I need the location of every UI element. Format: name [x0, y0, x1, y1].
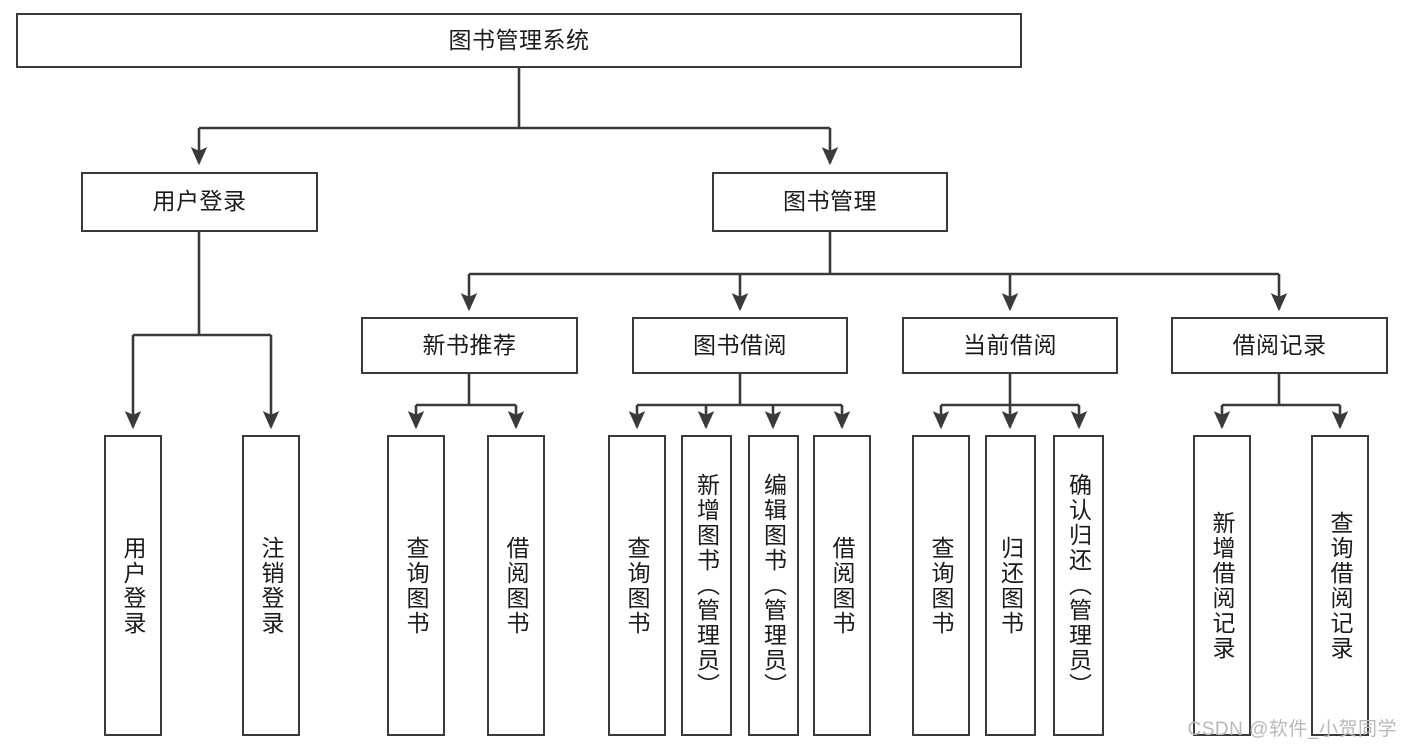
- leaf-query-borrow-record[interactable]: 查询借阅记录: [1311, 435, 1369, 736]
- leaf-edit-book-admin[interactable]: 编辑图书（管理员）: [748, 435, 799, 736]
- node-book-borrowing[interactable]: 图书借阅: [632, 317, 848, 374]
- node-borrow-records[interactable]: 借阅记录: [1171, 317, 1388, 374]
- node-label: 用户登录: [120, 535, 147, 636]
- leaf-borrow-book[interactable]: 借阅图书: [813, 435, 871, 736]
- node-label: 确认归还（管理员）: [1065, 473, 1092, 698]
- leaf-user-login[interactable]: 用户登录: [104, 435, 162, 736]
- node-user-login[interactable]: 用户登录: [81, 172, 318, 232]
- node-label: 用户登录: [152, 188, 247, 215]
- node-label: 借阅图书: [503, 535, 530, 636]
- node-label: 查询图书: [624, 535, 651, 636]
- leaf-confirm-return-admin[interactable]: 确认归还（管理员）: [1053, 435, 1104, 736]
- node-book-management[interactable]: 图书管理: [712, 172, 948, 232]
- node-label: 归还图书: [997, 535, 1024, 636]
- node-label: 借阅图书: [829, 535, 856, 636]
- node-label: 注销登录: [258, 535, 285, 636]
- leaf-borrow-book-recommend[interactable]: 借阅图书: [487, 435, 545, 736]
- leaf-logout[interactable]: 注销登录: [242, 435, 300, 736]
- leaf-query-book-borrow[interactable]: 查询图书: [608, 435, 666, 736]
- node-root-book-management-system[interactable]: 图书管理系统: [16, 13, 1022, 68]
- node-label: 图书管理: [783, 188, 877, 215]
- node-label: 图书借阅: [693, 331, 787, 358]
- leaf-add-book-admin[interactable]: 新增图书（管理员）: [681, 435, 732, 736]
- node-label: 借阅记录: [1232, 331, 1327, 358]
- node-label: 查询图书: [928, 535, 955, 636]
- leaf-query-book-current[interactable]: 查询图书: [912, 435, 970, 736]
- leaf-query-book-recommend[interactable]: 查询图书: [387, 435, 445, 736]
- node-new-book-recommendation[interactable]: 新书推荐: [361, 317, 578, 374]
- node-label: 编辑图书（管理员）: [760, 473, 787, 698]
- node-label: 查询借阅记录: [1327, 510, 1354, 661]
- node-current-borrowing[interactable]: 当前借阅: [902, 317, 1118, 374]
- node-label: 当前借阅: [963, 331, 1057, 358]
- node-label: 新增图书（管理员）: [693, 473, 720, 698]
- node-label: 新增借阅记录: [1209, 510, 1236, 661]
- node-label: 查询图书: [403, 535, 430, 636]
- node-label: 新书推荐: [422, 331, 517, 358]
- node-label: 图书管理系统: [448, 26, 590, 53]
- leaf-add-borrow-record[interactable]: 新增借阅记录: [1193, 435, 1251, 736]
- leaf-return-book[interactable]: 归还图书: [985, 435, 1036, 736]
